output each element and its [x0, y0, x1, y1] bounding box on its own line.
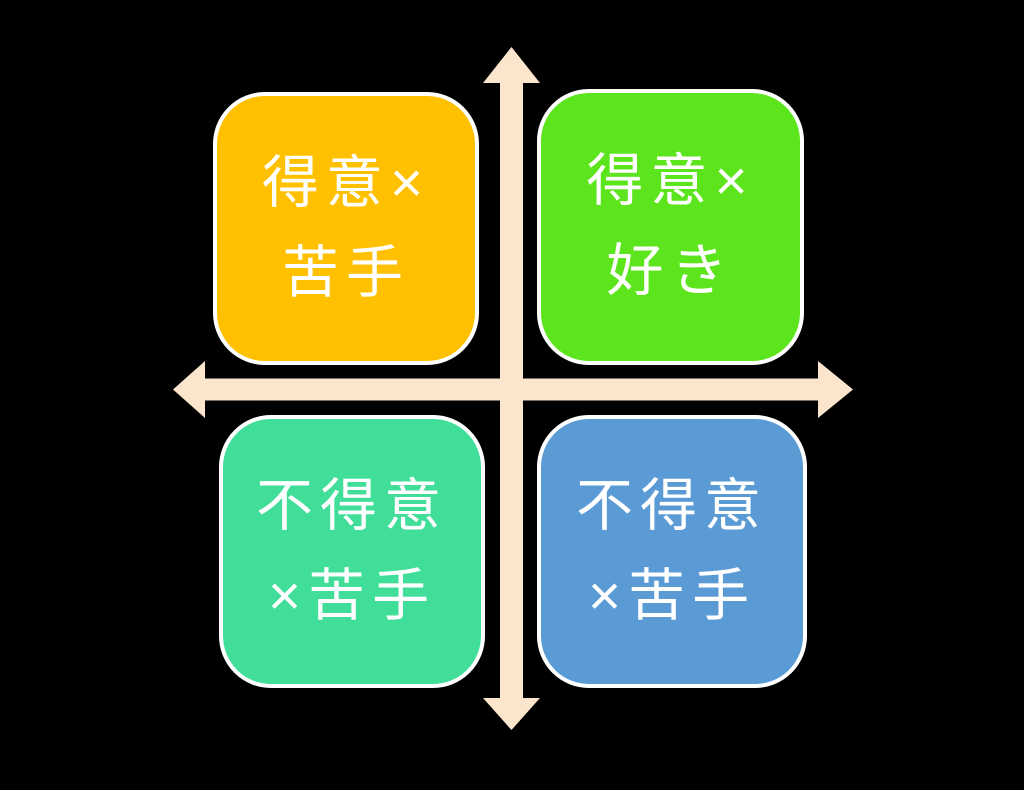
quadrant-label-line1: 得意×: [261, 150, 431, 215]
quadrant-tokui-nigate: 得意× 苦手: [213, 92, 479, 365]
quadrant-label-line2: ×苦手: [587, 563, 757, 628]
quadrant-label-line1: 不得意: [576, 473, 768, 538]
quadrant-label-line2: ×苦手: [267, 563, 437, 628]
quadrant-label-line1: 得意×: [586, 149, 755, 214]
quadrant-label-line2: 好き: [606, 239, 735, 303]
quadrant-futokui-nigate-left: 不得意 ×苦手: [219, 415, 485, 688]
quadrant-tokui-suki: 得意× 好き: [537, 89, 804, 365]
quadrant-label-line1: 不得意: [256, 473, 448, 538]
quadrant-label-line2: 苦手: [282, 240, 410, 305]
quadrant-futokui-nigate-right: 不得意 ×苦手: [537, 415, 807, 688]
horizontal-axis-arrow: [173, 361, 853, 418]
